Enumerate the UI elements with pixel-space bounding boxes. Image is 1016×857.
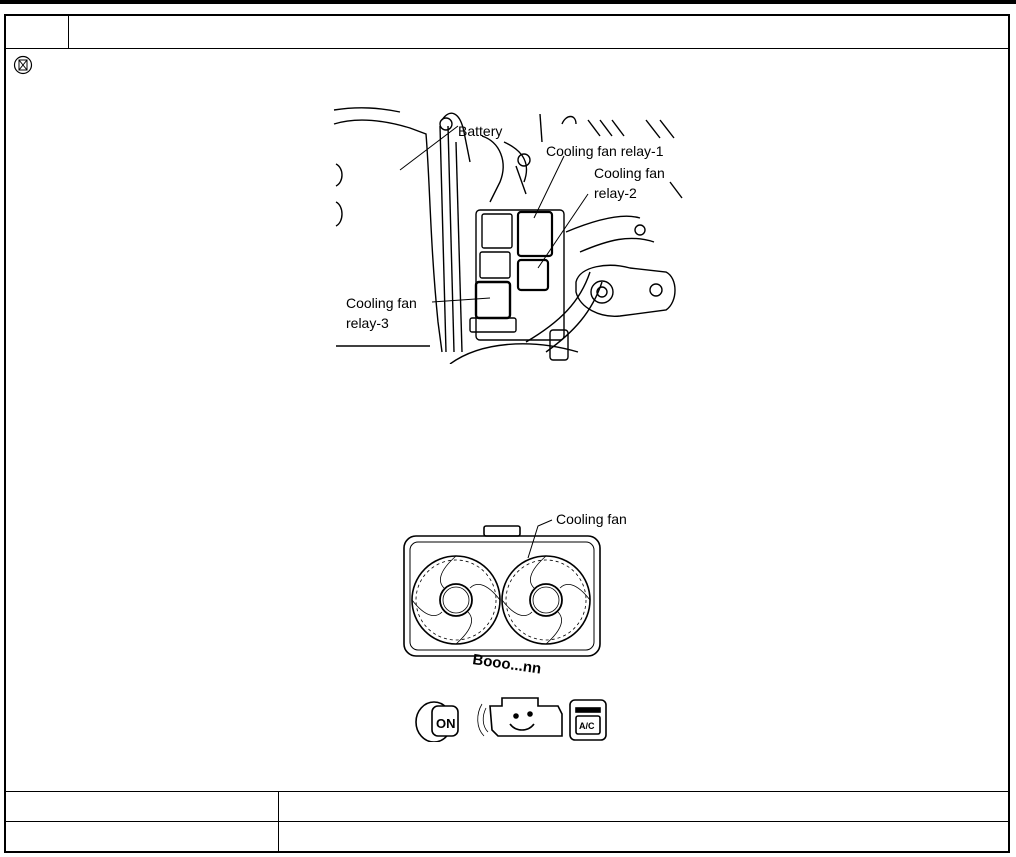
- footer-column-divider: [278, 791, 279, 853]
- label-relay-2-line1: Cooling fan: [594, 165, 665, 181]
- footer-rule-1: [6, 791, 1008, 792]
- header-divider: [68, 16, 69, 48]
- no-drain-icon: [13, 55, 33, 75]
- label-ignition-on: ON: [436, 716, 456, 731]
- label-relay-2-line2: relay-2: [594, 185, 637, 201]
- label-relay-3-line2: relay-3: [346, 315, 389, 331]
- label-ac-button: A/C: [579, 721, 595, 731]
- label-relay-3-line1: Cooling fan: [346, 295, 417, 311]
- header-rule: [6, 48, 1008, 49]
- label-battery: Battery: [458, 123, 502, 139]
- cooling-fan-figure: Cooling fan Booo...nn ON A/C: [403, 511, 627, 742]
- label-fan-sound: Booo...nn: [471, 651, 542, 677]
- footer-rule-2: [6, 821, 1008, 822]
- procedure-frame: Battery Cooling fan relay-1 Cooling fan …: [4, 14, 1010, 853]
- label-relay-1: Cooling fan relay-1: [546, 143, 664, 159]
- relay-location-figure: Battery Cooling fan relay-1 Cooling fan …: [333, 107, 683, 364]
- top-rule: [0, 0, 1016, 4]
- label-cooling-fan: Cooling fan: [556, 511, 627, 527]
